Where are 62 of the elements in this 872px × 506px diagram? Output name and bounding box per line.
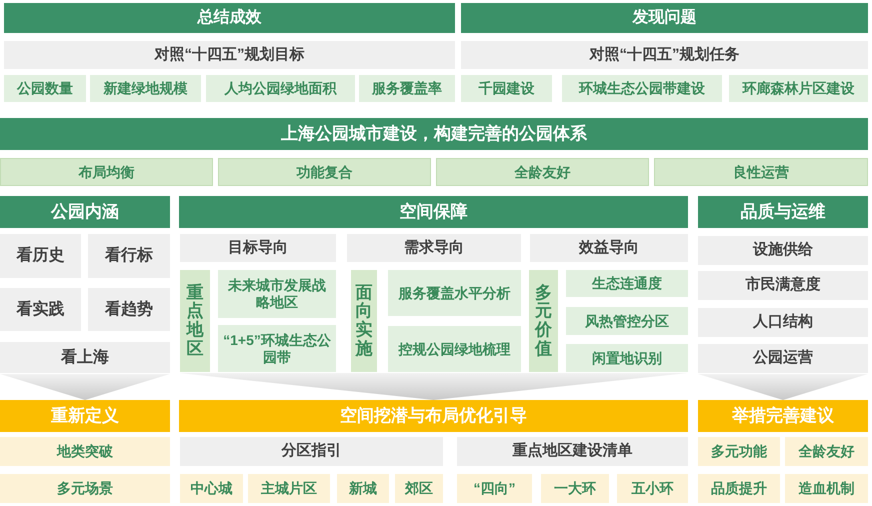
principle-box: 布局均衡 [0,158,213,186]
item-box: “1+5”环城生态公园带 [218,325,336,372]
item-box: 郊区 [395,474,443,503]
item-box: 全龄友好 [785,437,868,466]
header-bar: 品质与运维 [698,196,868,228]
item-box: “四向” [457,474,532,503]
category-box: 人口结构 [698,308,868,337]
item-box: 新建绿地规模 [90,75,201,102]
category-box: 市民满意度 [698,271,868,300]
item-box: 千园建设 [461,75,552,102]
item-box: 公园数量 [4,75,86,102]
principle-box: 全龄友好 [436,158,649,186]
header-bar: 空间保障 [179,196,688,228]
item-box: 一大环 [541,474,609,503]
item-box: 控规公园绿地梳理 [388,326,521,372]
header-bar: 发现问题 [461,3,868,33]
category-box: 对照“十四五”规划任务 [461,41,868,69]
category-box: 效益导向 [530,234,688,262]
header-bar: 总结成效 [4,3,455,33]
vertical-label-box: 重点地区 [180,270,210,372]
item-box: 五小环 [617,474,688,503]
item-box: 未来城市发展战略地区 [218,270,336,318]
header-bar: 重新定义 [0,400,170,432]
category-box: 目标导向 [180,234,336,262]
item-box: 生态连通度 [566,270,688,297]
vertical-label-box: 多元价值 [529,270,558,372]
item-box: 风热管控分区 [566,307,688,335]
item-box: 服务覆盖水平分析 [388,270,521,316]
item-box: 环廊森林片区建设 [729,75,868,102]
header-bar: 举措完善建议 [698,400,868,432]
item-box: 服务覆盖率 [359,75,455,102]
category-box: 分区指引 [180,437,443,466]
vertical-label-box: 面向实施 [351,270,377,372]
chevron-arrow [0,374,170,400]
principle-box: 功能复合 [218,158,431,186]
item-box: 主城片区 [248,474,330,503]
category-box: 重点地区建设清单 [457,437,688,466]
category-box: 看历史 [0,234,81,278]
category-box: 需求导向 [347,234,521,262]
principle-box: 良性运营 [654,158,868,186]
item-box: 闲置地识别 [566,344,688,372]
chevron-arrow [179,373,688,400]
category-box: 公园运营 [698,344,868,373]
category-box: 看趋势 [88,288,170,331]
item-box: 中心城 [180,474,243,503]
category-box: 对照“十四五”规划目标 [4,41,455,69]
item-box: 人均公园绿地面积 [206,75,355,102]
item-box: 多元场景 [0,474,170,503]
category-box: 看行标 [88,234,170,278]
item-box: 品质提升 [698,474,780,503]
category-box: 设施供给 [698,236,868,265]
title-banner: 上海公园城市建设，构建完善的公园体系 [0,118,868,150]
header-bar: 公园内涵 [0,196,170,228]
item-box: 环城生态公园带建设 [562,75,722,102]
item-box: 多元功能 [698,437,780,466]
header-bar: 空间挖潜与布局优化引导 [179,400,688,432]
category-box: 看上海 [0,342,170,373]
item-box: 新城 [337,474,389,503]
category-box: 看实践 [0,288,81,331]
item-box: 地类突破 [0,437,170,466]
item-box: 造血机制 [785,474,868,503]
chevron-arrow [698,374,868,400]
